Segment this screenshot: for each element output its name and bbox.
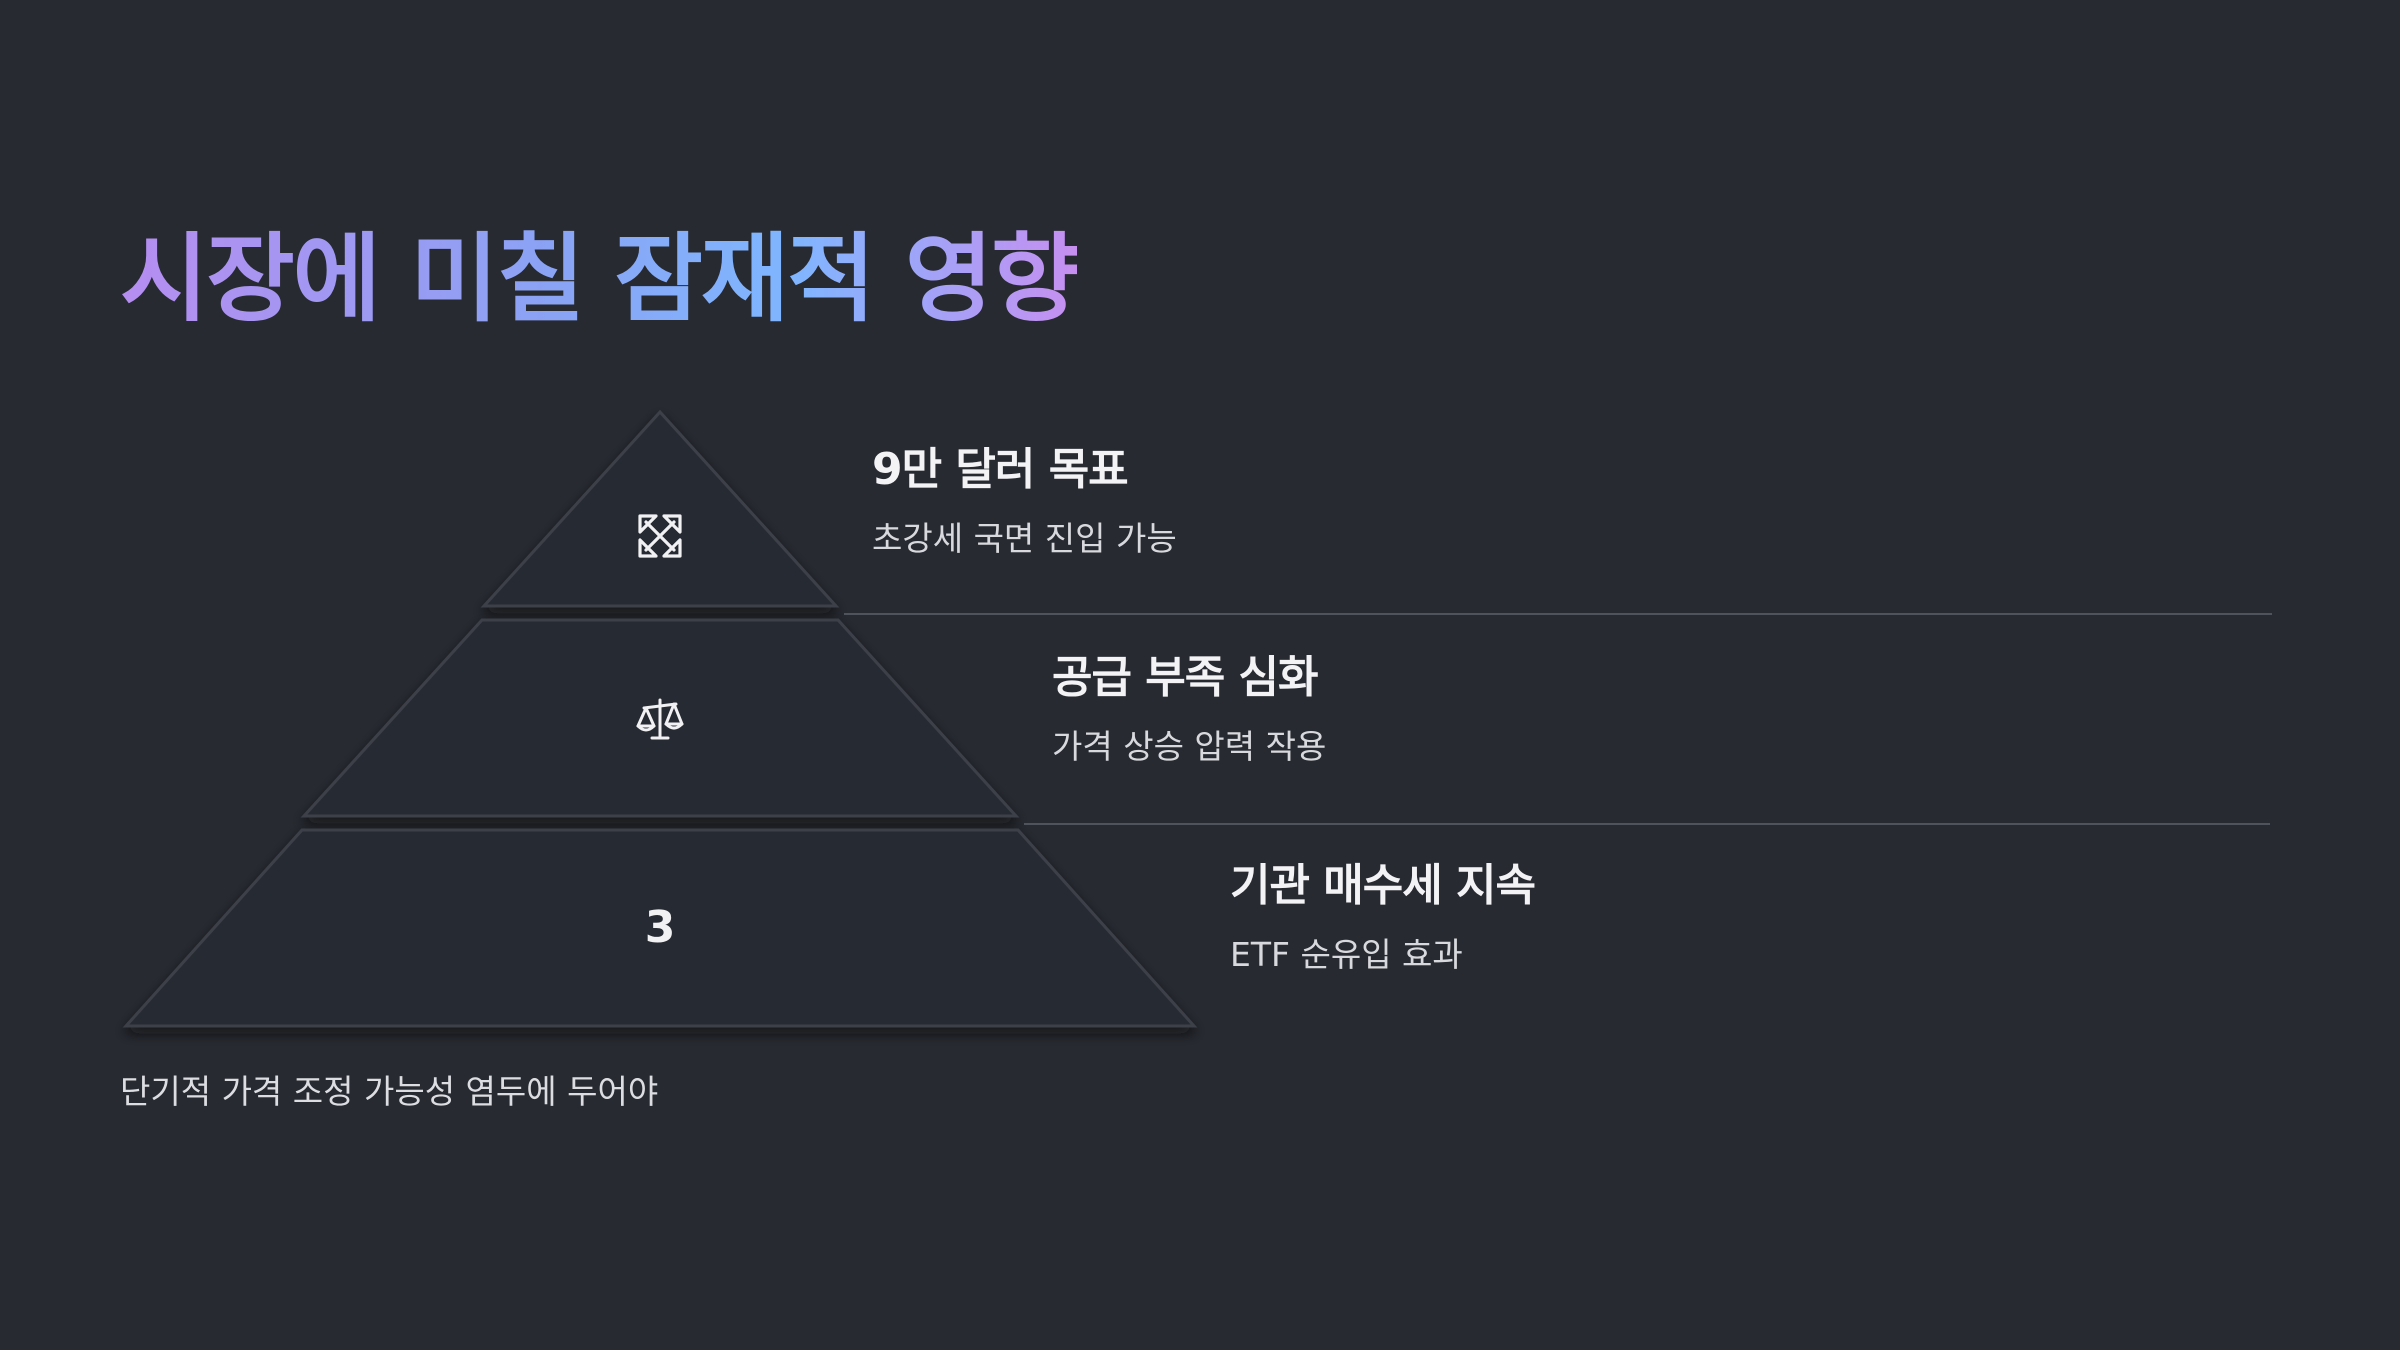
tier-1-text: 9만 달러 목표 초강세 국면 진입 가능 [872,444,1177,558]
pyramid-tier-top [480,409,840,608]
balance-scale-icon [628,688,692,752]
page-title: 시장에 미칠 잠재적 영향 [120,222,1079,337]
tier-3-text: 기관 매수세 지속 ETF 순유입 효과 [1230,860,1536,974]
pyramid-tier-bottom [122,828,1198,1028]
tier-number: 3 [644,902,676,953]
arrows-converge-icon [628,504,692,568]
tier-description: ETF 순유입 효과 [1230,934,1463,974]
tier-2-text: 공급 부족 심화 가격 상승 압력 작용 [1052,652,1326,766]
divider [844,613,2272,615]
footnote: 단기적 가격 조정 가능성 염두에 두어야 [120,1072,659,1111]
tier-description: 가격 상승 압력 작용 [1052,726,1327,766]
divider [1024,823,2270,825]
tier-heading: 공급 부족 심화 [1052,652,1319,703]
tier-heading: 기관 매수세 지속 [1230,860,1536,911]
tier-description: 초강세 국면 진입 가능 [872,518,1177,558]
tier-heading: 9만 달러 목표 [872,444,1129,495]
